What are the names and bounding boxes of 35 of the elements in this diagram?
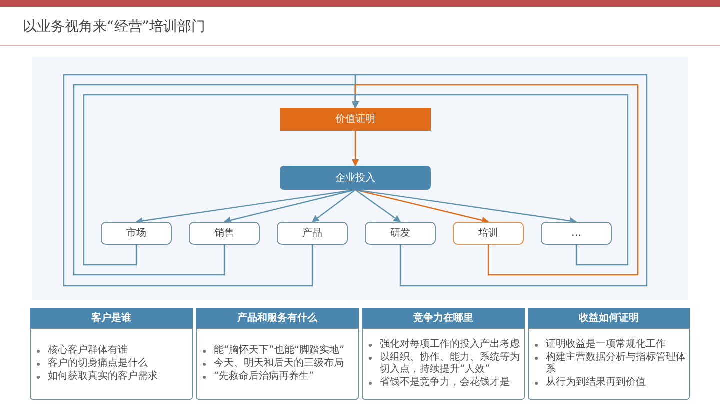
value-box: 价值证明 [280, 108, 431, 131]
bullet-text: 如何获取真实的客户需求 [48, 371, 158, 383]
department-box: … [541, 222, 612, 245]
department-box: 销售 [189, 222, 260, 245]
info-card [362, 308, 525, 400]
bullet-text: “先救命后治病再养生” [214, 371, 314, 383]
bullet-text: 构建主营数据分析与指标管理体系 [546, 352, 686, 376]
bullet-text: 以组织、协作、能力、系统等为切入点，持续提升“人效” [380, 352, 521, 376]
card-heading: 收益如何证明 [528, 308, 690, 328]
connector-arrow [355, 189, 578, 225]
bullet-text: 客户的切身痛点是什么 [48, 358, 148, 370]
connector-arrow [355, 190, 402, 222]
info-card [196, 308, 359, 400]
input-box: 企业投入 [280, 166, 431, 190]
bullet-text: 核心客户群体有谁 [48, 345, 128, 357]
page-title: 以业务视角来“经营”培训部门 [23, 18, 206, 37]
bullet-text: 能“胸怀天下”也能“脚踏实地” [214, 345, 345, 357]
card-heading: 竞争力在哪里 [362, 308, 525, 328]
bullet-text: 省钱不是竞争力，会花钱才是 [380, 377, 510, 389]
department-box: 市场 [101, 222, 172, 245]
card-heading: 客户是谁 [30, 308, 193, 328]
info-card [30, 308, 193, 400]
info-card [528, 308, 690, 400]
bullet-text: 强化对每项工作的投入产出考虑 [380, 339, 520, 351]
bullet-text: 证明收益是一项常规化工作 [546, 339, 666, 351]
department-box: 产品 [277, 222, 348, 245]
connector-arrow [312, 190, 356, 222]
connector-arrow [355, 189, 490, 224]
connector-arrow [352, 131, 360, 167]
bullet-text: 从行为到结果再到价值 [546, 377, 646, 389]
department-box: 研发 [365, 222, 436, 245]
department-box: 培训 [453, 222, 524, 245]
connector-arrow [224, 189, 356, 224]
bullet-text: 今天、明天和后天的三级布局 [214, 358, 344, 370]
card-heading: 产品和服务有什么 [196, 308, 359, 328]
